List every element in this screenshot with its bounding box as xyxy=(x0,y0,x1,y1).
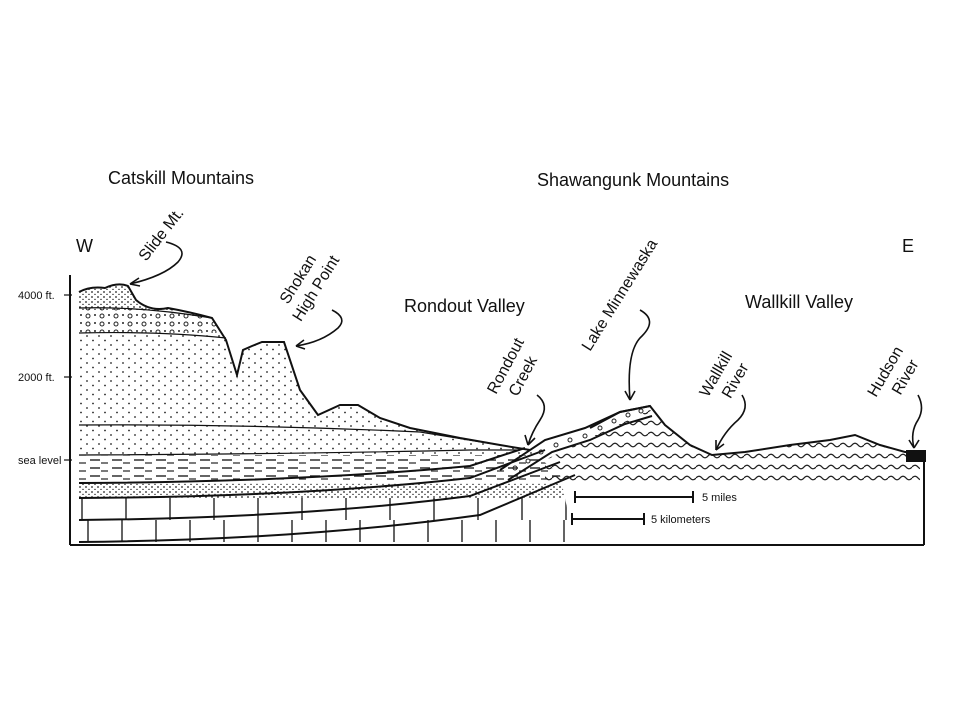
direction-west: W xyxy=(76,236,93,256)
scale-bars: 5 miles 5 kilometers xyxy=(571,491,737,526)
western-land-surface xyxy=(78,283,531,451)
hudson-river-label: Hudson River xyxy=(865,344,923,400)
wallkill-valley-title: Wallkill Valley xyxy=(745,292,853,312)
leader-arrows xyxy=(129,241,923,451)
elev-4000: 4000 ft. xyxy=(18,290,55,302)
western-strata xyxy=(79,284,575,542)
elev-2000: 2000 ft. xyxy=(18,372,55,384)
rondout-valley-title: Rondout Valley xyxy=(404,296,525,316)
eastern-strata xyxy=(545,404,925,485)
wallkill-river-arrow xyxy=(715,394,746,451)
direction-east: E xyxy=(902,236,914,256)
western-bedding-lines xyxy=(78,307,576,543)
slide-mt-arrow xyxy=(129,241,183,285)
hudson-river-water xyxy=(906,450,926,462)
shawangunk-mountains-title: Shawangunk Mountains xyxy=(537,170,729,190)
elev-sea-level: sea level xyxy=(18,455,61,467)
hudson-river-arrow xyxy=(911,394,923,449)
rondout-creek-arrow xyxy=(527,394,546,446)
shokan-arrow xyxy=(295,309,343,347)
scale-miles-label: 5 miles xyxy=(702,492,737,504)
lake-minnewaska-label: Lake Minnewaska xyxy=(579,236,661,354)
lake-minnewaska-arrow xyxy=(628,309,651,401)
scale-kilometers-label: 5 kilometers xyxy=(651,514,711,526)
slide-mt-label: Slide Mt. xyxy=(136,205,188,265)
catskill-mountains-title: Catskill Mountains xyxy=(108,168,254,188)
section-frame xyxy=(64,275,925,546)
shokan-high-point-label: Shokan High Point xyxy=(277,252,344,324)
